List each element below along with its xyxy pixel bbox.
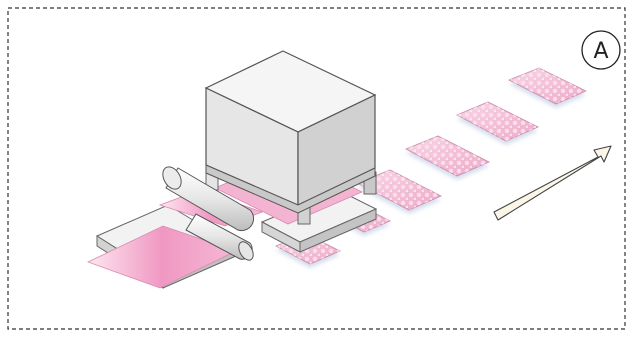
press-machine-icon bbox=[204, 50, 378, 253]
panel-label-badge: A bbox=[581, 30, 621, 70]
panel-label: A bbox=[593, 39, 608, 64]
arrow-up-right-icon bbox=[493, 145, 612, 221]
blister-pack-3 bbox=[405, 135, 490, 180]
roller-icon bbox=[86, 166, 264, 289]
dashed-frame bbox=[7, 7, 626, 330]
blister-pack-1 bbox=[508, 67, 587, 108]
blister-pack-2 bbox=[456, 101, 539, 145]
blister-pack-4 bbox=[356, 169, 442, 214]
